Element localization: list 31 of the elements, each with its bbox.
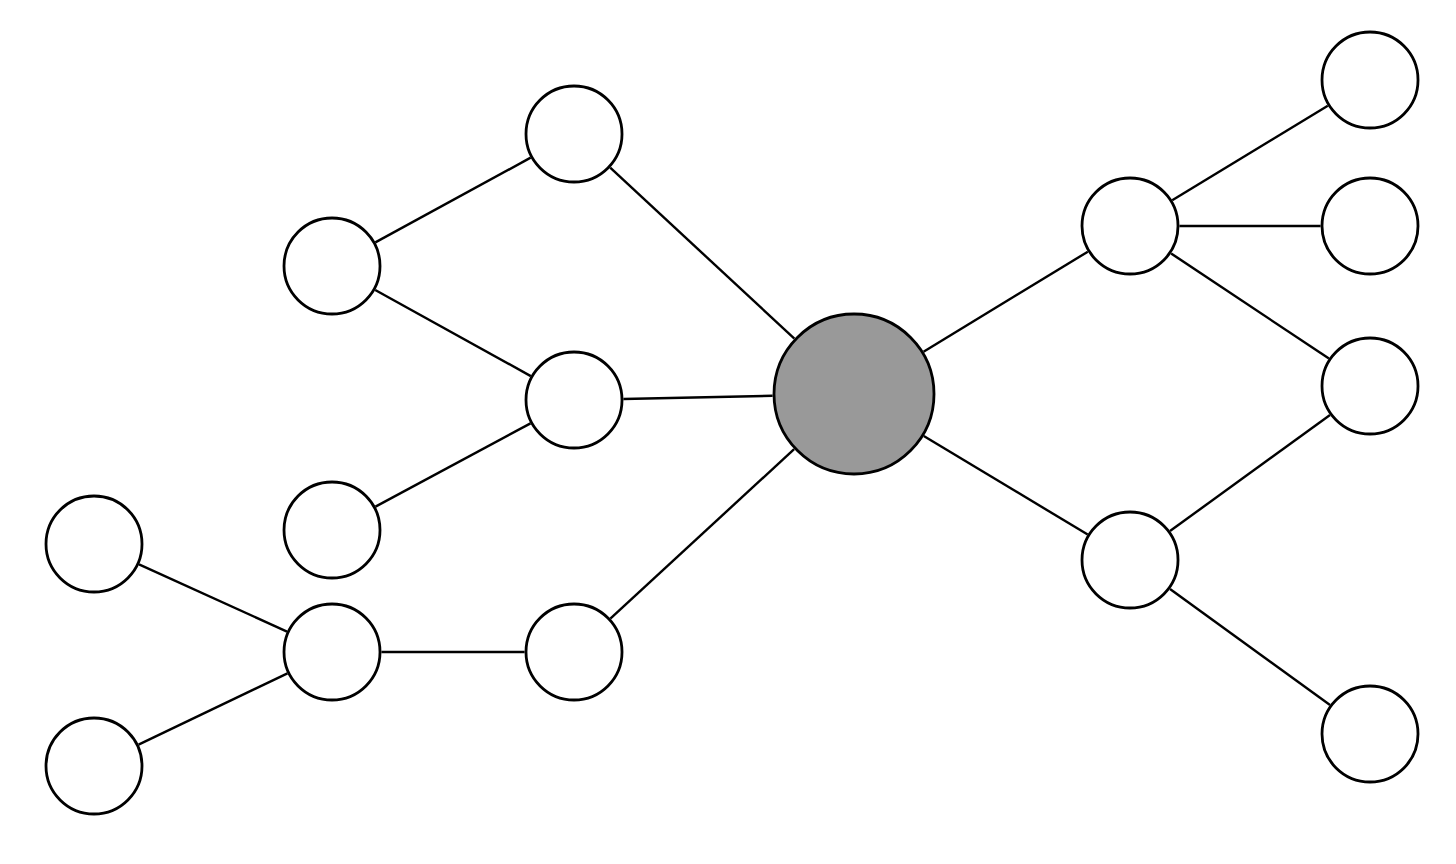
circle-node (1320, 30, 1420, 130)
circle-node (1320, 336, 1420, 436)
circle-node (772, 312, 936, 476)
connector-line (623, 394, 773, 401)
connector-line (138, 563, 288, 633)
connector-line (138, 672, 288, 746)
circle-node (524, 84, 624, 184)
connector-line (381, 650, 525, 654)
connector-line (374, 422, 532, 508)
connector-line (609, 166, 796, 340)
circle-node (1080, 176, 1180, 276)
connector-line (374, 288, 532, 378)
connector-line (374, 156, 532, 244)
circle-node (44, 716, 144, 816)
connector-line (923, 434, 1089, 536)
circle-node (44, 494, 144, 594)
connector-line (1171, 104, 1329, 202)
circle-node (282, 602, 382, 702)
connector-line (1169, 588, 1331, 706)
circle-node (282, 480, 382, 580)
circle-node (524, 350, 624, 450)
circle-node (524, 602, 624, 702)
connector-line (922, 250, 1089, 353)
circle-node (1320, 684, 1420, 784)
circle-node (1080, 510, 1180, 610)
circle-node (282, 216, 382, 316)
connector-line (1179, 224, 1321, 228)
connector-line (1170, 252, 1330, 360)
connector-line (609, 448, 795, 620)
circle-node (1320, 176, 1420, 276)
connector-line (1169, 414, 1331, 532)
